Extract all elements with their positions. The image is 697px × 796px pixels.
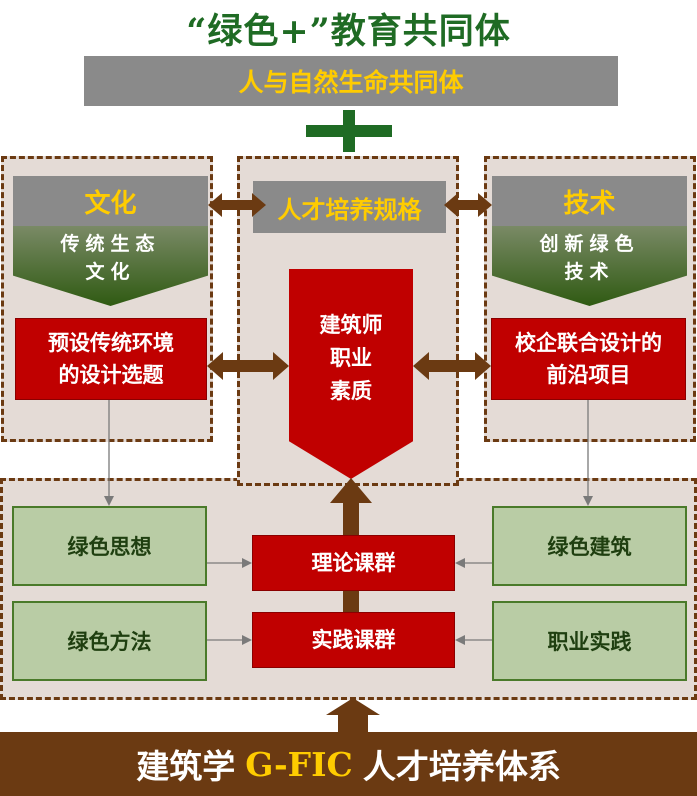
technology-sub-line2: 技术 [564,261,615,283]
green-building-box: 绿色建筑 [492,506,687,586]
top-banner: 人与自然生命共同体 [84,56,618,106]
career-practice-box: 职业实践 [492,601,687,681]
architect-quality-line1: 建筑师 [319,312,383,337]
green-thought-box: 绿色思想 [12,506,207,586]
culture-heading: 文化 [13,176,208,226]
up-arrow-icon [330,478,372,535]
architect-quality-line3: 素质 [330,378,372,403]
technology-heading: 技术 [492,176,687,226]
technology-project-line1: 校企联合设计的 [515,331,662,355]
double-arrow-icon [207,352,289,380]
plus-icon [306,110,392,152]
practice-course-box: 实践课群 [252,612,455,668]
architect-quality-box: 建筑师 职业 素质 [289,269,413,479]
culture-topic-box: 预设传统环境 的设计选题 [15,318,207,400]
culture-topic-line1: 预设传统环境 [48,331,174,355]
double-arrow-icon [413,352,491,380]
culture-sub-line1: 传统生态 [60,233,161,255]
page-title: “绿色+”教育共同体 [186,10,511,52]
footer-text-2: G-FIC [245,744,353,784]
culture-sub-line2: 文化 [85,261,136,283]
technology-sub-line1: 创新绿色 [539,233,640,255]
green-method-box: 绿色方法 [12,601,207,681]
footer-text-1: 建筑学 [136,747,236,786]
theory-course-box: 理论课群 [252,535,455,591]
double-arrow-icon [208,193,266,217]
course-link-bar [343,591,359,612]
technology-project-box: 校企联合设计的 前沿项目 [491,318,686,400]
culture-topic-line2: 的设计选题 [58,363,164,387]
technology-project-line2: 前沿项目 [546,363,631,387]
footer-text-3: 人才培养体系 [362,747,561,786]
talent-heading: 人才培养规格 [253,181,446,233]
footer-banner: 建筑学 G-FIC 人才培养体系 [0,732,697,796]
architect-quality-line2: 职业 [330,345,372,370]
double-arrow-icon [444,193,492,217]
footer-up-arrow-icon [326,698,380,734]
